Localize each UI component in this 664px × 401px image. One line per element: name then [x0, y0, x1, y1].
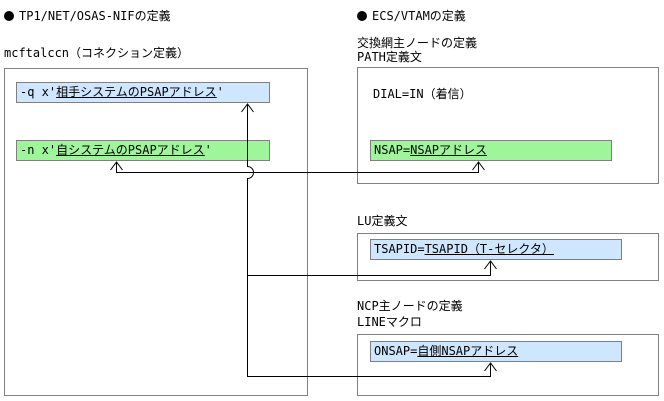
right-heading-text: ECS/VTAMの定義: [372, 9, 466, 23]
connector-q-to-tsapid: [247, 261, 491, 276]
onsap-field: ONSAP=自側NSAPアドレス: [370, 341, 622, 362]
path-frame: [357, 67, 659, 184]
left-frame: [4, 68, 308, 396]
q-option-field: -q x'相手システムのPSAPアドレス': [16, 82, 270, 103]
right-heading: ECS/VTAMの定義: [357, 9, 466, 23]
nsap-key: NSAP=: [374, 143, 411, 157]
path-statement-label: PATH定義文: [357, 50, 422, 64]
line-macro-label: LINEマクロ: [357, 315, 422, 329]
arrowheads: [110, 103, 497, 372]
connector-q-to-tsapid-onsap: [247, 104, 491, 377]
left-heading-text: TP1/NET/OSAS-NIFの定義: [19, 9, 171, 23]
left-heading: TP1/NET/OSAS-NIFの定義: [4, 9, 171, 23]
onsap-value: 自側NSAPアドレス: [417, 344, 519, 358]
arrowhead-nsap: [472, 161, 485, 171]
q-prefix: -q x': [20, 85, 57, 99]
connector-n-to-nsap: [116, 162, 479, 173]
n-prefix: -n x': [20, 143, 57, 157]
tsapid-key: TSAPID=: [374, 242, 425, 256]
n-option-field: -n x'自システムのPSAPアドレス': [16, 140, 270, 161]
arrowhead-tsapid: [484, 260, 497, 270]
arrowhead-q: [241, 103, 254, 113]
onsap-key: ONSAP=: [374, 344, 418, 358]
dial-text: DIAL=IN（着信）: [373, 87, 472, 101]
tsapid-value: TSAPID（T-セレクタ）: [424, 242, 554, 256]
q-suffix: ': [216, 85, 224, 99]
nsap-field: NSAP=NSAPアドレス: [370, 140, 612, 161]
tsapid-field: TSAPID=TSAPID（T-セレクタ）: [370, 239, 622, 260]
n-suffix: ': [204, 143, 212, 157]
arrowhead-onsap: [484, 362, 497, 372]
lu-statement-label: LU定義文: [357, 214, 408, 228]
mcftalccn-label: mcftalccn（コネクション定義）: [4, 46, 190, 60]
q-value: 相手システムのPSAPアドレス: [56, 85, 217, 99]
bullet-icon: [4, 11, 14, 21]
ncp-node-label: NCP主ノードの定義: [357, 299, 463, 313]
exchange-node-label: 交換網主ノードの定義: [357, 36, 478, 50]
arrowhead-n: [110, 161, 123, 171]
nsap-value: NSAPアドレス: [410, 143, 488, 157]
n-value: 自システムのPSAPアドレス: [56, 143, 205, 157]
bullet-icon: [357, 11, 367, 21]
